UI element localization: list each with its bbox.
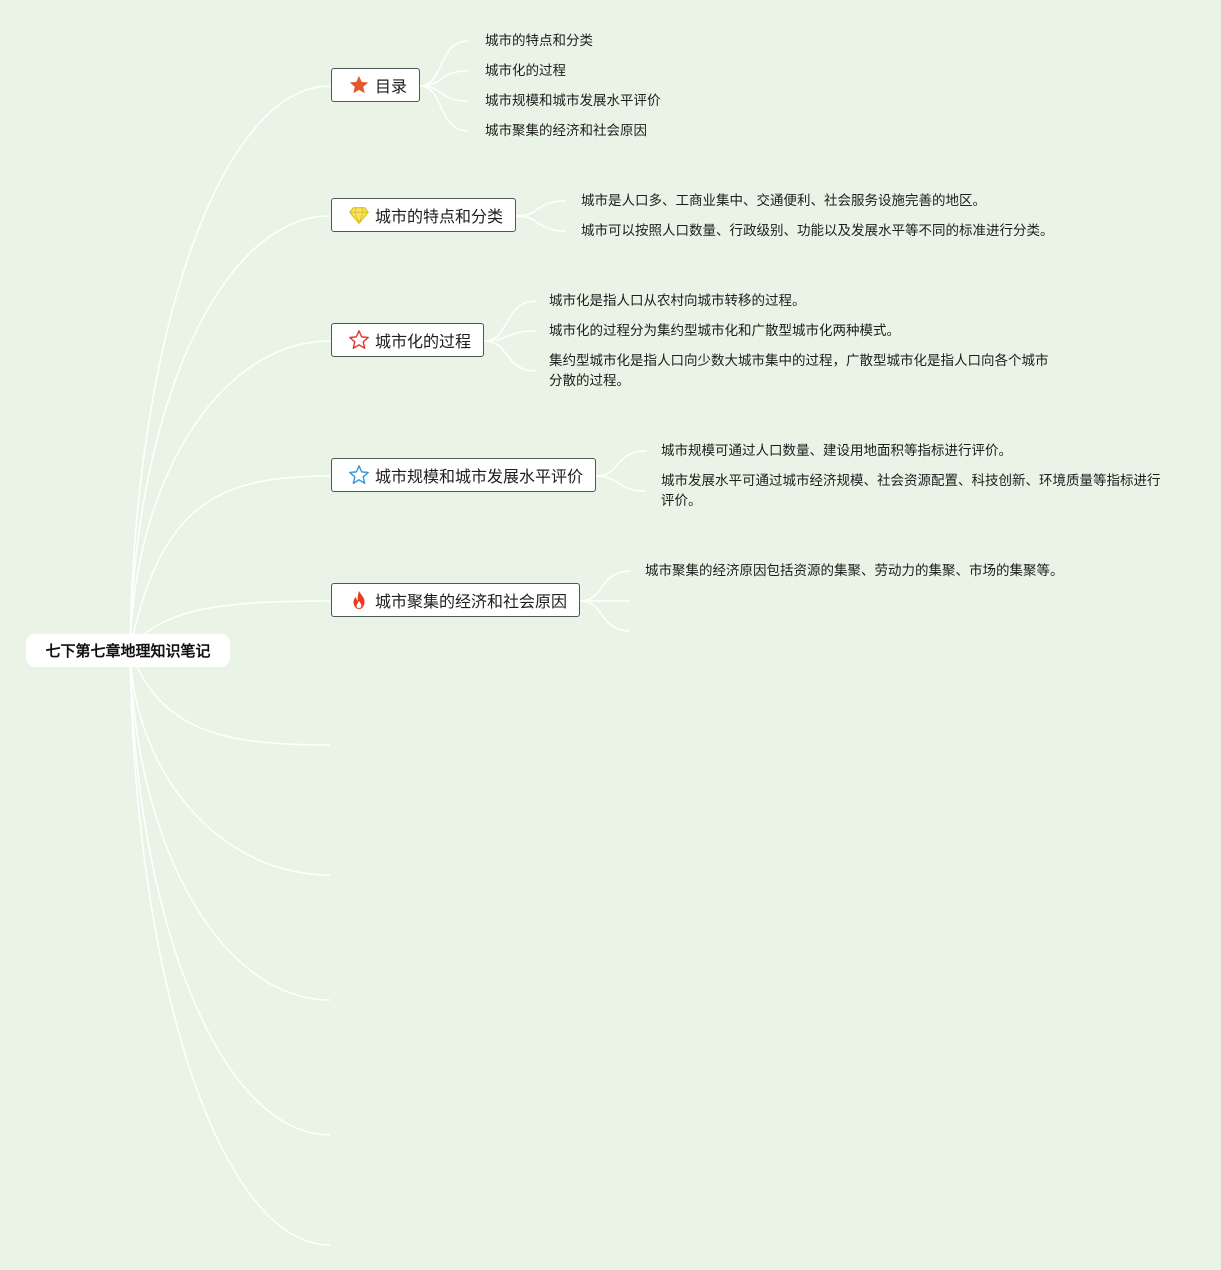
leaf-connector [419,40,469,87]
subtopic-item[interactable]: 城市规模和城市发展水平评价 [485,93,661,109]
diamond-icon [349,207,369,225]
subtopic-item[interactable]: 城市可以按照人口数量、行政级别、功能以及发展水平等不同的标准进行分类。 [581,223,1054,239]
leaf-connector [483,300,537,342]
branch-connector [129,215,331,651]
subtopic-item[interactable]: 城市规模可通过人口数量、建设用地面积等指标进行评价。 [661,443,1012,459]
blue-star-outline-icon [349,465,369,484]
leaf-connector [515,215,567,232]
topic-contents[interactable]: 目录 [331,68,420,102]
topic-label: 目录 [375,77,408,96]
branch-connector [129,649,331,1001]
topic-agglomeration-reasons[interactable]: 城市聚集的经济和社会原因 [331,583,580,617]
leaf-connector [579,570,631,602]
leaf-connector [579,600,631,632]
subtopic-item[interactable]: 城市的特点和分类 [485,33,593,49]
branch-connector [129,649,331,1246]
subtopic-item[interactable]: 城市化是指人口从农村向城市转移的过程。 [549,293,806,309]
topic-city-features[interactable]: 城市的特点和分类 [331,198,516,232]
leaf-connector [595,475,647,492]
topic-label: 城市化的过程 [375,332,472,351]
branch-connector [129,340,331,651]
topic-label: 城市规模和城市发展水平评价 [375,467,584,486]
leaf-connector [419,70,469,87]
topic-city-scale-evaluation[interactable]: 城市规模和城市发展水平评价 [331,458,596,492]
topic-label: 城市聚集的经济和社会原因 [375,592,568,611]
subtopic-item[interactable]: 城市化的过程分为集约型城市化和广散型城市化两种模式。 [549,323,900,339]
orange-star-icon [349,75,369,94]
subtopic-item[interactable]: 城市是人口多、工商业集中、交通便利、社会服务设施完善的地区。 [581,193,986,209]
fire-icon [353,590,365,610]
topic-label: 城市的特点和分类 [375,207,504,226]
branch-connector [129,649,331,876]
subtopic-item[interactable]: 城市聚集的经济原因包括资源的集聚、劳动力的集聚、市场的集聚等。 [645,563,1064,579]
leaf-connector [419,85,469,132]
subtopic-item[interactable]: 城市化的过程 [485,63,566,79]
subtopic-item[interactable]: 城市发展水平可通过城市经济规模、社会资源配置、科技创新、环境质量等指标进行评价。 [661,473,1161,509]
red-star-outline-icon [349,330,369,349]
root-topic[interactable]: 七下第七章地理知识笔记 [26,634,230,667]
leaf-connector [483,340,537,372]
root-topic-label: 七下第七章地理知识笔记 [45,642,211,660]
topic-urbanization-process[interactable]: 城市化的过程 [331,323,484,357]
branch-connector [129,475,331,651]
subtopic-item[interactable]: 集约型城市化是指人口向少数大城市集中的过程，广散型城市化是指人口向各个城市分散的… [549,353,1049,389]
branch-connector [129,85,331,651]
leaf-connector [515,200,567,217]
leaf-connector [595,450,647,477]
branch-connector [129,649,331,1136]
subtopic-item[interactable]: 城市聚集的经济和社会原因 [485,123,647,139]
branch-connector [129,649,331,746]
leaf-connector [483,330,537,342]
